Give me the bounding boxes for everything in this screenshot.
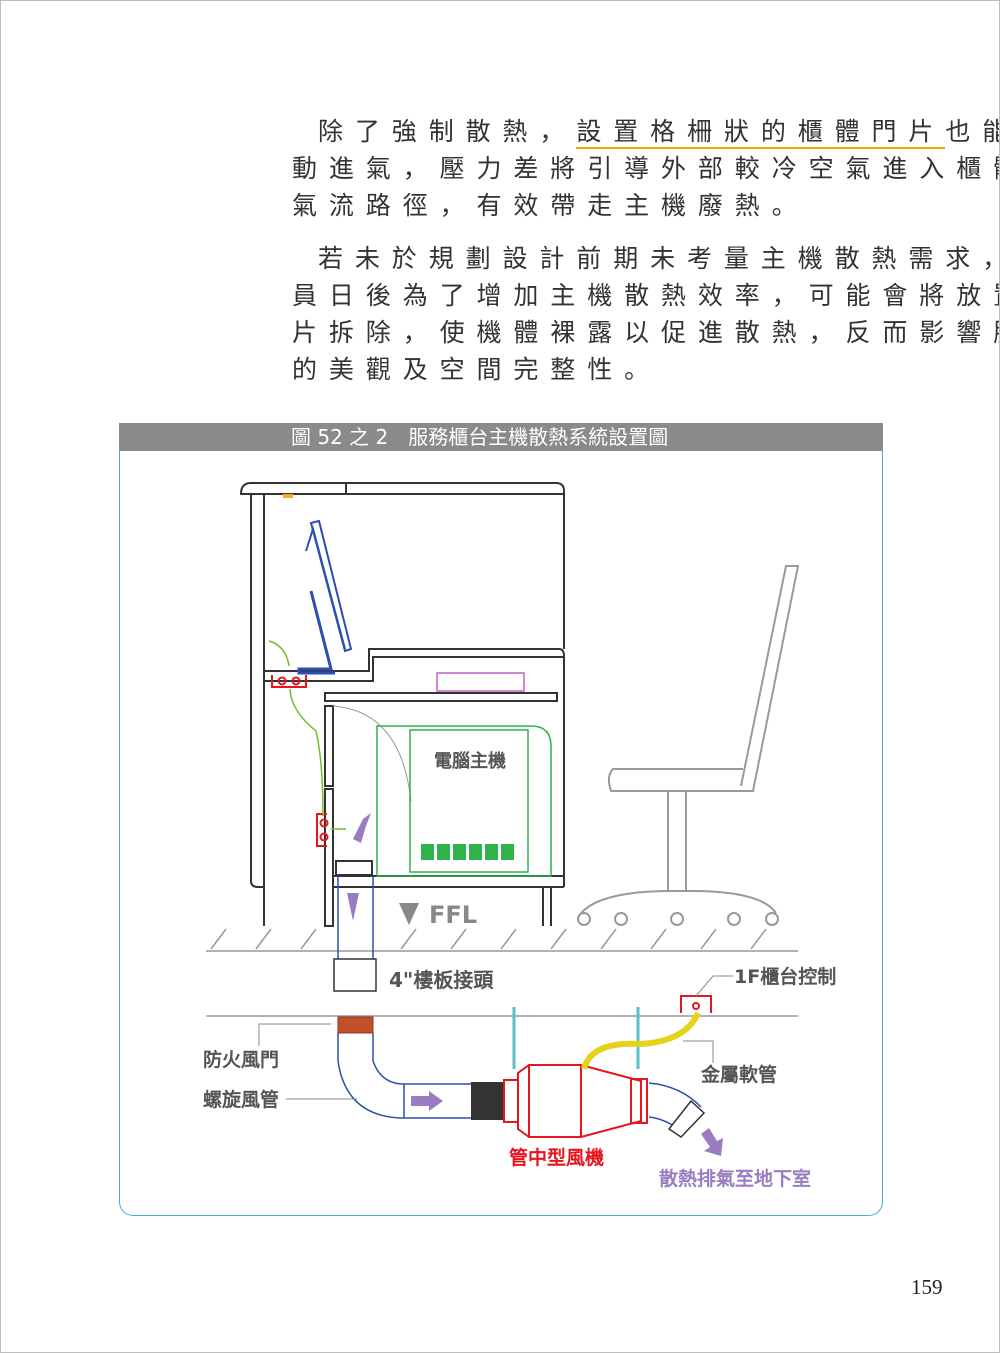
page-number: 159 <box>911 1275 943 1299</box>
figure-frame <box>119 423 883 1216</box>
text-line: 氣流路徑，有效帶走主機廢熱。 <box>292 191 809 220</box>
slab-joint <box>333 958 377 992</box>
label-ffl: FFL <box>429 901 477 929</box>
monitor-icon <box>297 519 353 675</box>
metal-hose <box>581 1011 701 1070</box>
text-line: 也能增進被 <box>945 117 999 146</box>
text-line: 除了強制散熱， <box>318 117 577 146</box>
duct-outlet <box>667 1099 706 1138</box>
hanger-rods <box>512 1007 640 1069</box>
ffl-marker-icon <box>399 903 419 925</box>
highlighted-phrase: 設置格柵狀的櫃體門片 <box>576 117 946 149</box>
label-computer-host: 電腦主機 <box>434 750 506 772</box>
paragraph-2: 若未於規劃設計前期未考量主機散熱需求，物管人 員日後為了增加主機散熱效率，可能會… <box>292 240 999 388</box>
counter-cabinet <box>239 482 565 927</box>
text-line: 的美觀及空間完整性。 <box>292 355 662 384</box>
text-line: 片拆除，使機體裸露以促進散熱，反而影響服務櫃台 <box>292 318 999 347</box>
text-line: 員日後為了增加主機散熱效率，可能會將放置櫃體門 <box>292 281 999 310</box>
computer-host <box>376 725 552 877</box>
floor-slab <box>206 928 798 1017</box>
figure-title: 圖 52 之 2 服務櫃台主機散熱系統設置圖 <box>291 425 669 449</box>
figure-title-bar: 圖 52 之 2 服務櫃台主機散熱系統設置圖 <box>119 423 883 451</box>
label-fire-damper: 防火風門 <box>203 1048 279 1071</box>
fire-damper <box>337 1016 374 1034</box>
keyboard-icon <box>436 672 525 692</box>
airflow-arrow-icon <box>411 1091 443 1111</box>
label-exhaust: 散熱排氣至地下室 <box>659 1167 811 1190</box>
paragraph-1: 除了強制散熱，設置格柵狀的櫃體門片也能增進被 動進氣，壓力差將引導外部較冷空氣進… <box>292 113 999 224</box>
control-box-icon <box>680 995 712 1013</box>
power-cable-icon <box>268 640 346 830</box>
label-counter-control: 1F櫃台控制 <box>734 965 836 988</box>
chair-icon <box>577 565 800 926</box>
power-outlet-icon <box>271 675 329 847</box>
label-inline-fan: 管中型風機 <box>509 1146 604 1169</box>
leader-lines <box>258 975 733 1100</box>
airflow-arrow-icon <box>701 1128 723 1156</box>
inline-fan <box>503 1064 648 1138</box>
text-line: 若未於規劃設計前期未考量主機散熱需求，物管人 <box>318 244 999 273</box>
airflow-arrow-icon <box>347 893 359 921</box>
label-spiral-duct: 螺旋風管 <box>203 1088 279 1111</box>
marker-icon <box>283 494 293 498</box>
text-line: 動進氣，壓力差將引導外部較冷空氣進入櫃體，形成 <box>292 154 999 183</box>
label-slab-joint: 4"樓板接頭 <box>389 968 494 992</box>
flexible-connector <box>471 1082 504 1120</box>
airflow-arrow-icon <box>353 813 371 843</box>
label-metal-hose: 金屬軟管 <box>700 1063 777 1086</box>
